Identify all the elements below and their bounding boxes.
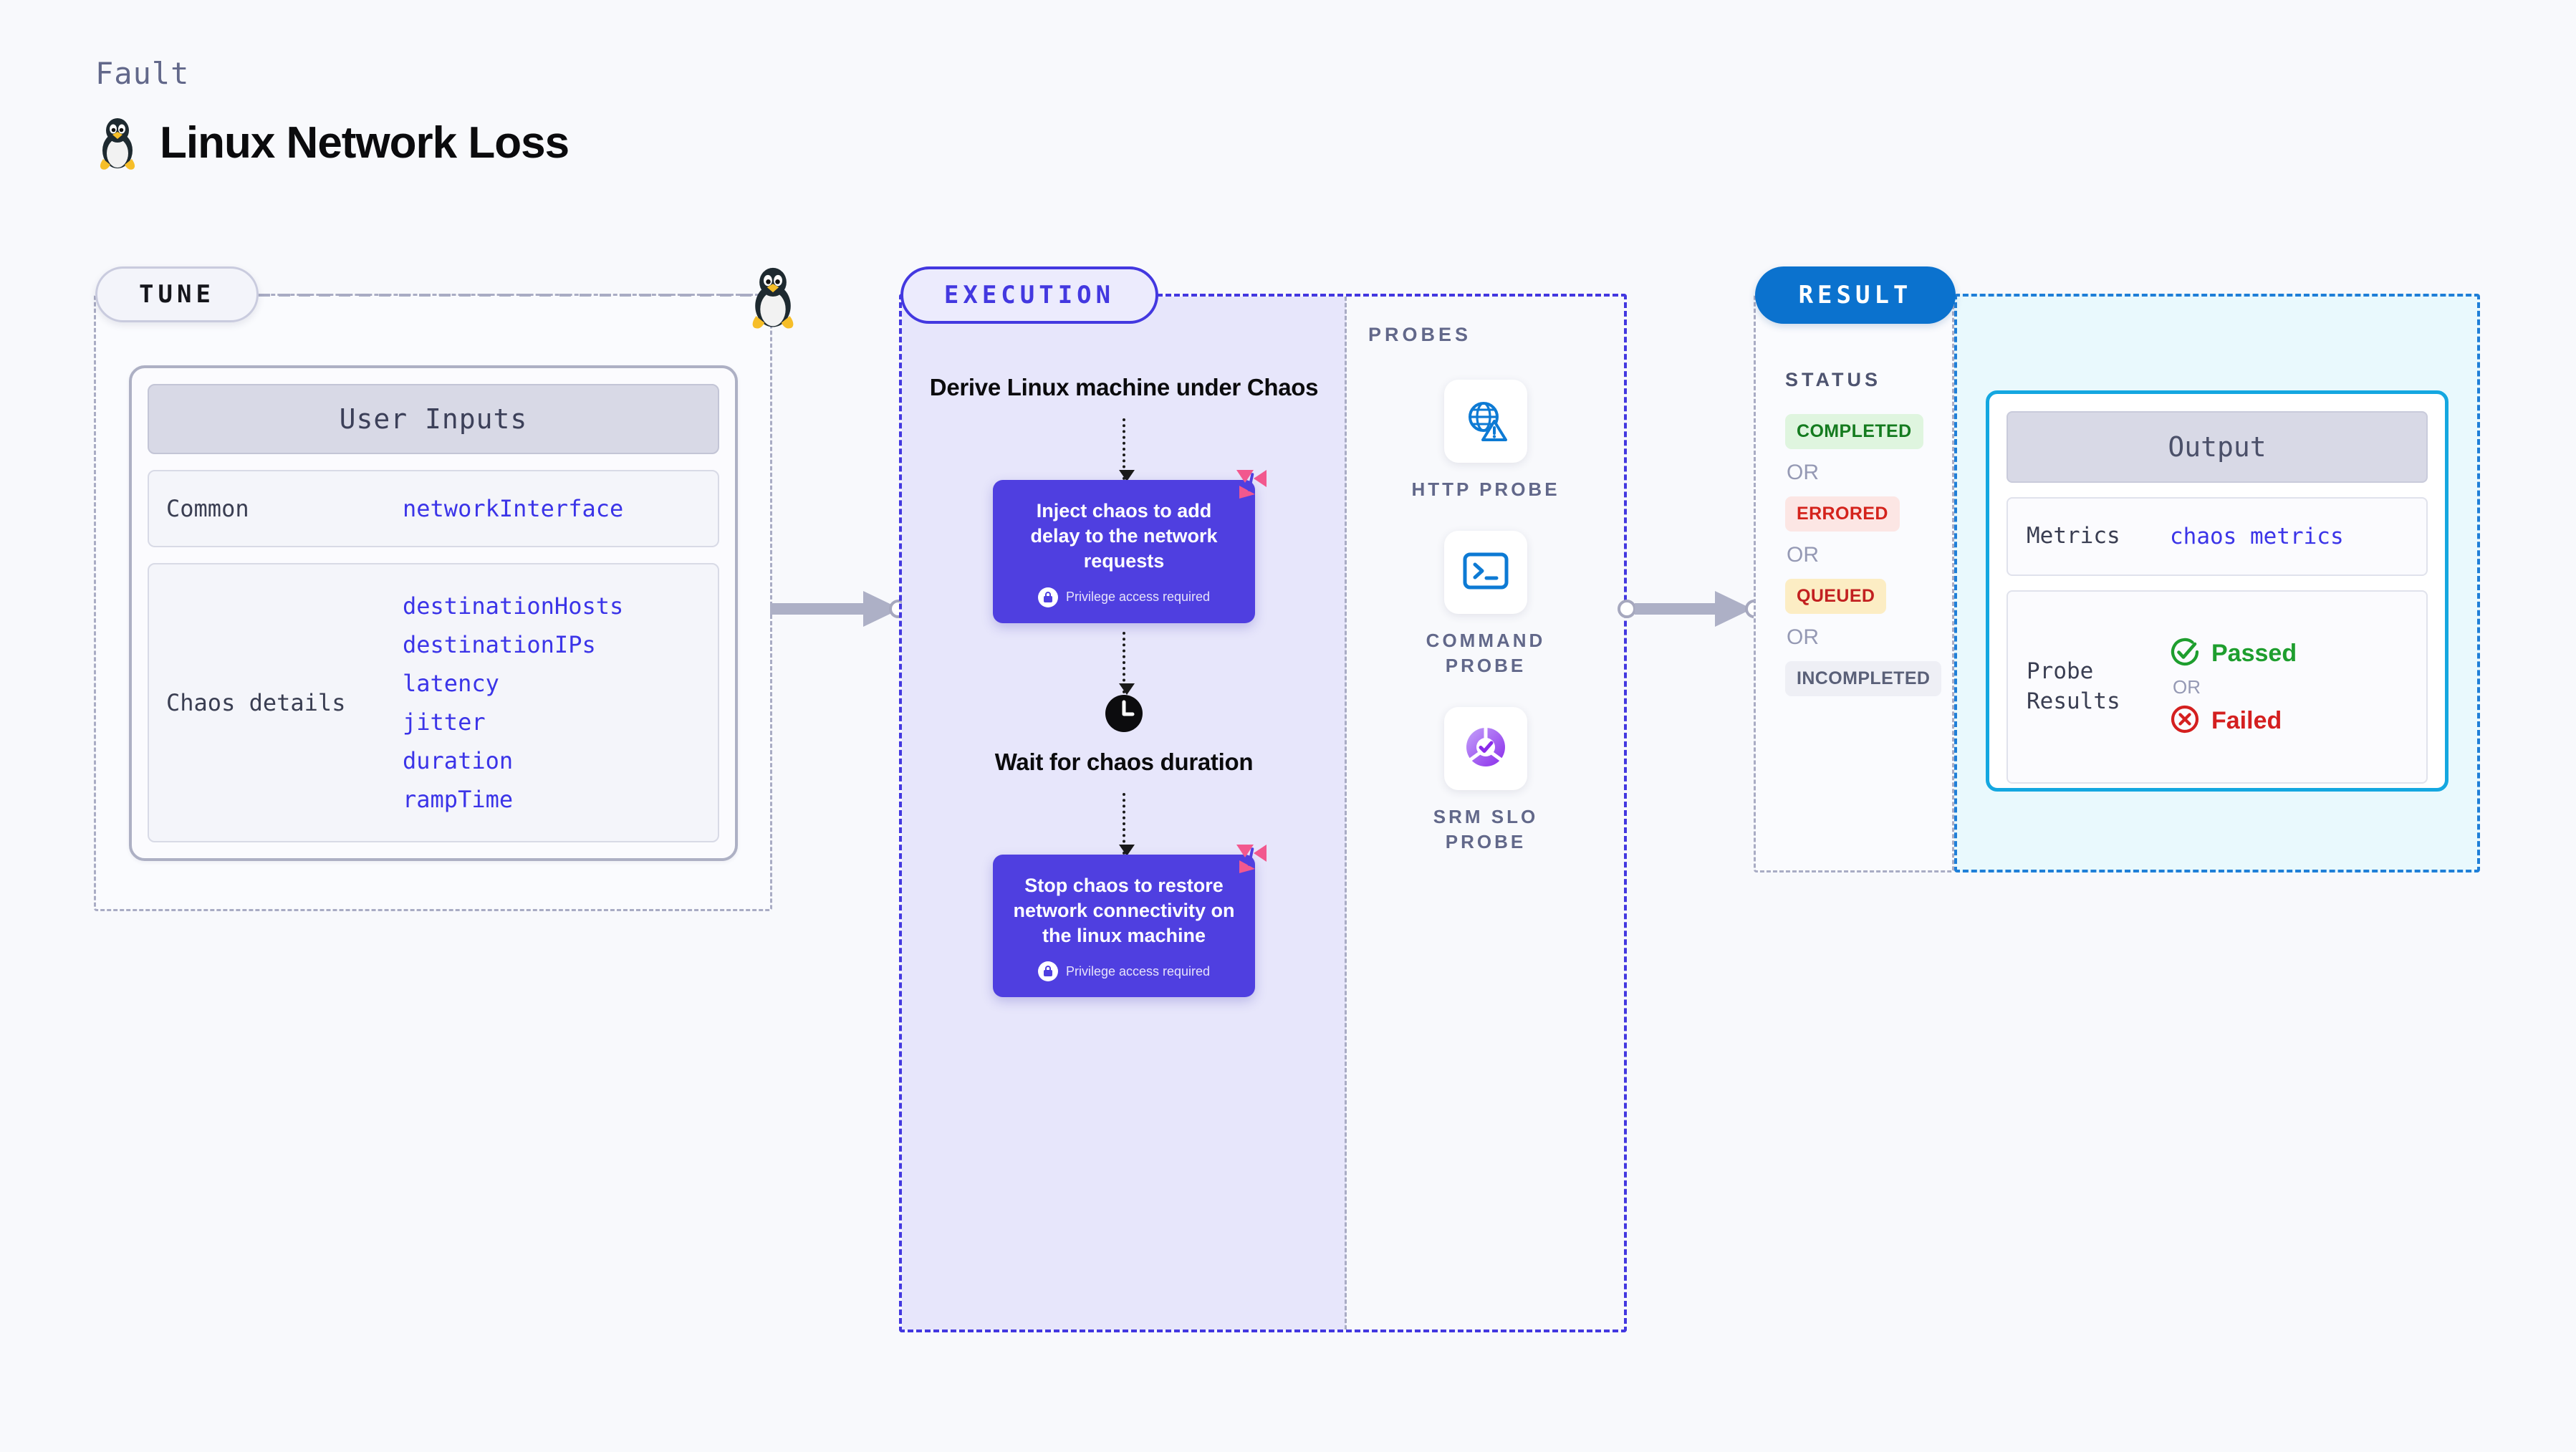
- tune-param[interactable]: jitter: [403, 708, 486, 736]
- status-section-label: STATUS: [1785, 369, 1881, 390]
- status-badge: ERRORED: [1785, 496, 1900, 532]
- status-badge: COMPLETED: [1785, 414, 1923, 449]
- execution-step-title: Derive Linux machine under Chaos: [929, 374, 1319, 400]
- tux-penguin-marker-icon: [745, 264, 801, 333]
- status-or-label: OR: [1787, 625, 1819, 649]
- probe-tile: [1444, 707, 1527, 791]
- probe-passed-label: Passed: [2211, 639, 2297, 667]
- output-title: Output: [2007, 411, 2428, 483]
- tune-connector-line: [259, 294, 760, 297]
- page-title: Linux Network Loss: [160, 117, 569, 168]
- tune-to-execution-arrow: [770, 591, 900, 627]
- user-inputs-title: User Inputs: [148, 384, 719, 454]
- tux-penguin-icon: [95, 115, 140, 170]
- execution-flow: Derive Linux machine under Chaos Inject …: [902, 372, 1346, 998]
- tune-group-chaos-details: Chaos details destinationHosts destinati…: [148, 563, 719, 842]
- execution-wait-step: Wait for chaos duration: [994, 748, 1254, 775]
- probe-results-values: Passed OR Failed: [2170, 637, 2297, 738]
- probe-result-passed: Passed: [2170, 637, 2297, 670]
- slo-donut-check-icon: [1463, 724, 1509, 774]
- page-title-row: Linux Network Loss: [95, 115, 569, 170]
- probe-label: SRM SLO PROBE: [1433, 806, 1539, 853]
- privilege-text: Privilege access required: [1065, 590, 1211, 605]
- privilege-text: Privilege access required: [1065, 963, 1211, 979]
- result-pill[interactable]: RESULT: [1755, 266, 1956, 324]
- status-badge: QUEUED: [1785, 579, 1887, 614]
- tune-param[interactable]: destinationIPs: [403, 631, 596, 658]
- output-row-probe-results: Probe Results Passed OR: [2007, 590, 2428, 784]
- output-card: Output Metrics chaos metrics Probe Resul…: [1986, 390, 2448, 792]
- tune-param[interactable]: networkInterface: [403, 495, 624, 522]
- terminal-icon: [1463, 552, 1509, 594]
- execution-card-text: Stop chaos to restore network connectivi…: [1013, 874, 1235, 946]
- tune-group-values: destinationHosts destinationIPs latency …: [403, 592, 623, 813]
- probe-label: COMMAND PROBE: [1426, 630, 1546, 677]
- privilege-row: Privilege access required: [1037, 587, 1211, 607]
- check-circle-icon: [2170, 637, 2200, 670]
- flow-arrow-icon: [1119, 631, 1135, 695]
- output-row-label: Probe Results: [2027, 658, 2120, 714]
- probe-result-or-label: OR: [2173, 675, 2201, 698]
- clock-icon: [1104, 693, 1144, 737]
- execution-pill[interactable]: EXECUTION: [900, 266, 1158, 324]
- execution-section: [899, 294, 1627, 1332]
- output-metrics-value[interactable]: chaos metrics: [2170, 524, 2344, 549]
- tune-pill[interactable]: TUNE: [95, 266, 259, 322]
- probes-list: HTTP PROBE COMMAND PROBE: [1345, 380, 1627, 855]
- page-eyebrow: Fault: [95, 56, 190, 91]
- flow-arrow-icon: [1119, 792, 1135, 856]
- lock-icon: [1037, 587, 1058, 607]
- probe-failed-label: Failed: [2211, 706, 2282, 734]
- tune-group-common: Common networkInterface: [148, 470, 719, 547]
- privilege-row: Privilege access required: [1037, 961, 1211, 982]
- probe-item-http[interactable]: HTTP PROBE: [1411, 380, 1559, 502]
- tune-group-label: Common: [166, 495, 249, 522]
- status-or-label: OR: [1787, 543, 1819, 567]
- tune-param[interactable]: duration: [403, 747, 514, 774]
- output-row-label: Metrics: [2027, 523, 2120, 549]
- probes-divider: [1345, 297, 1347, 1330]
- execution-to-result-arrow: [1635, 591, 1752, 627]
- tune-group-values: networkInterface: [403, 495, 623, 522]
- harness-flag-icon: [1232, 464, 1271, 506]
- execution-card-text: Inject chaos to add delay to the network…: [1030, 500, 1218, 572]
- user-inputs-card: User Inputs Common networkInterface Chao…: [129, 365, 738, 861]
- cross-circle-icon: [2170, 704, 2200, 738]
- probe-tile: [1443, 380, 1527, 463]
- probe-item-srm-slo[interactable]: SRM SLO PROBE: [1396, 707, 1575, 855]
- status-badge-list: COMPLETED OR ERRORED OR QUEUED OR INCOMP…: [1785, 414, 1942, 696]
- execution-card-inject[interactable]: Inject chaos to add delay to the network…: [993, 470, 1267, 623]
- globe-warning-icon: [1463, 397, 1509, 446]
- probe-item-command[interactable]: COMMAND PROBE: [1396, 531, 1575, 678]
- status-badge: INCOMPLETED: [1785, 661, 1942, 696]
- tune-param[interactable]: latency: [403, 670, 499, 697]
- probe-label: HTTP PROBE: [1411, 479, 1560, 500]
- execution-output-port: [1618, 600, 1636, 618]
- probe-tile: [1444, 531, 1527, 615]
- probe-result-failed: Failed: [2170, 704, 2297, 738]
- harness-flag-icon: [1232, 839, 1271, 881]
- output-row-metrics: Metrics chaos metrics: [2007, 497, 2428, 576]
- tune-group-label: Chaos details: [166, 689, 346, 716]
- tune-param[interactable]: destinationHosts: [403, 592, 624, 620]
- execution-card-stop[interactable]: Stop chaos to restore network connectivi…: [993, 844, 1267, 998]
- status-or-label: OR: [1787, 461, 1819, 484]
- lock-icon: [1037, 961, 1058, 982]
- probes-section-label: PROBES: [1368, 324, 1472, 345]
- tune-param[interactable]: rampTime: [403, 786, 514, 813]
- flow-arrow-icon: [1119, 418, 1135, 482]
